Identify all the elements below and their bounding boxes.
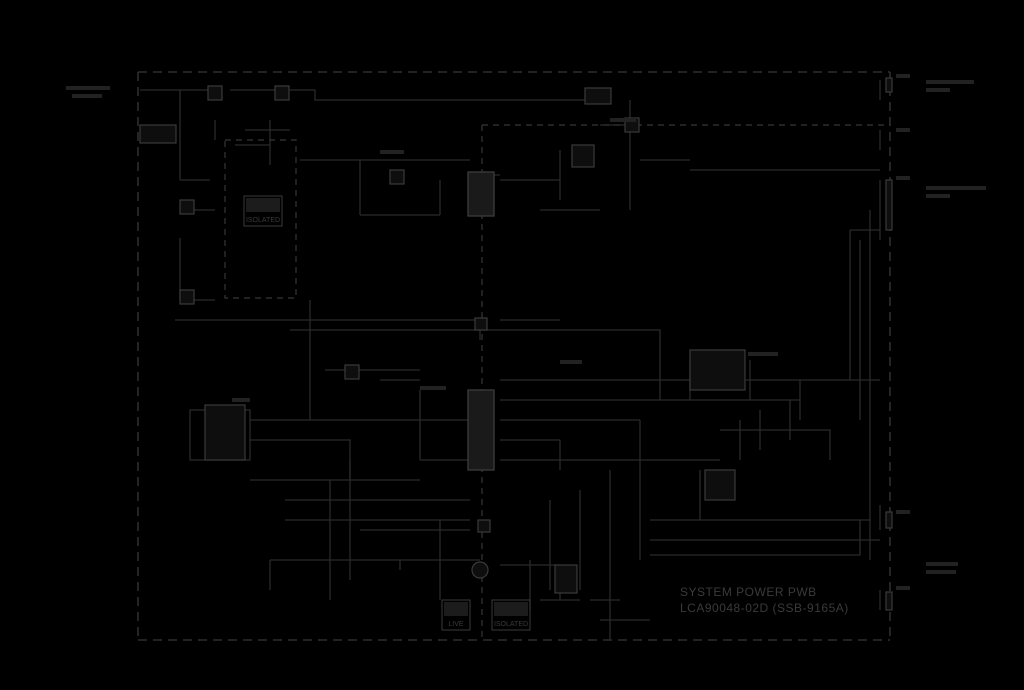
isolation-boundary-top [224,139,297,299]
board-part-number: LCA90048-02D (SSB-9165A) [680,601,849,615]
part-labels [66,74,986,590]
isolated-label-upper: ISOLATED [246,217,280,224]
components [139,85,746,594]
isolated-box-upper: ISOLATED [243,195,283,227]
isolated-label-lower: ISOLATED [494,621,528,628]
isolation-boundary-mid [481,124,890,640]
ic-upper [467,171,495,217]
ic-lower [467,389,495,471]
connectors [885,77,893,611]
board-title: SYSTEM POWER PWB [680,585,817,599]
live-label: LIVE [448,621,464,628]
board-outline [137,71,891,641]
live-box: LIVE [441,599,471,631]
isolated-box-lower: ISOLATED [491,599,531,631]
wiring [140,80,881,640]
